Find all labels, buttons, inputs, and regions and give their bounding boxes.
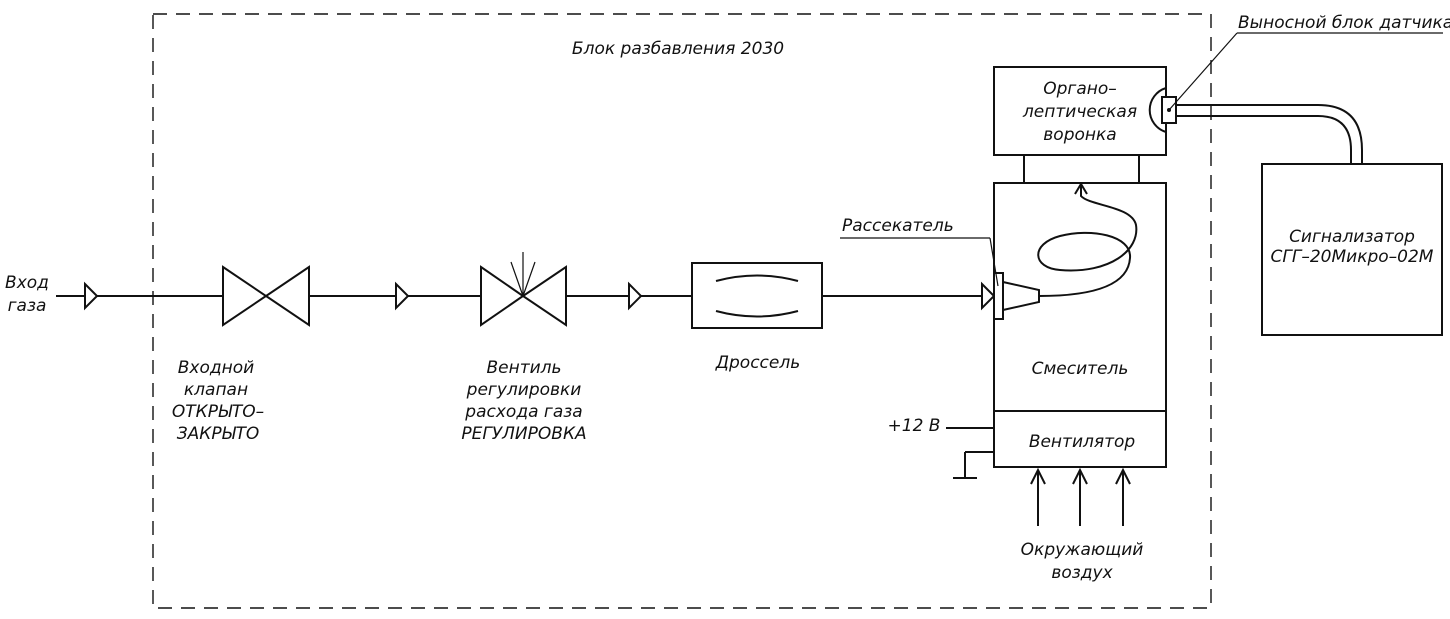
inlet-valve-label-line2: клапан <box>184 380 248 400</box>
inlet-valve-label-line4: ЗАКРЫТО <box>177 424 260 444</box>
flow-arrow-3 <box>628 281 643 311</box>
funnel-label-line1: Органо– <box>1043 79 1117 99</box>
gas-input-label-line2: газа <box>8 296 47 316</box>
flow-arrow-1 <box>84 281 99 311</box>
remote-sensor-leader-d <box>1168 32 1238 111</box>
ambient-air-label-line2: воздух <box>1051 563 1113 583</box>
throttle-label: Дроссель <box>715 353 801 373</box>
flow-arrow-4 <box>981 281 996 311</box>
inlet-valve-label-line3: ОТКРЫТО– <box>172 402 264 422</box>
regulator-label-line1: Вентиль <box>486 358 561 378</box>
sensor-cable-outer <box>1176 104 1363 164</box>
mixer-label: Смеситель <box>1032 359 1129 379</box>
remote-sensor-label: Выносной блок датчика <box>1238 13 1450 33</box>
regulator-label-line3: расхода газа <box>464 402 582 422</box>
ambient-air-label-line1: Окружающий <box>1021 540 1144 560</box>
gas-input-label-line1: Вход <box>5 273 49 293</box>
sensor-cable-inner <box>1176 115 1352 164</box>
signalizer-label-line2: СГГ–20Микро–02М <box>1271 247 1434 267</box>
mixing-swirl <box>1037 186 1138 297</box>
block-title: Блок разбавления 2030 <box>572 39 784 59</box>
signalizer-label-line1: Сигнализатор <box>1289 227 1415 247</box>
air-intake-arrows <box>1030 467 1131 526</box>
fan-label: Вентилятор <box>1029 432 1136 452</box>
swirl-arrowhead <box>1074 182 1088 195</box>
ground-symbol <box>953 451 994 479</box>
power-label: +12 В <box>888 416 941 436</box>
funnel-label-line3: воронка <box>1043 125 1116 145</box>
flow-arrow-2 <box>395 281 410 311</box>
splitter-nozzle <box>993 272 1040 320</box>
inlet-valve-label-line1: Входной <box>178 358 254 378</box>
organoleptic-funnel <box>993 66 1167 156</box>
splitter-label: Рассекатель <box>842 216 954 236</box>
funnel-label-line2: лептическая <box>1022 102 1137 122</box>
remote-sensor-unit <box>1148 86 1177 134</box>
flow-regulating-valve <box>480 252 567 327</box>
signalizer <box>1261 163 1443 336</box>
splitter-leader-d <box>989 237 999 287</box>
regulator-label-line4: РЕГУЛИРОВКА <box>461 424 586 444</box>
dilution-block-boundary <box>152 13 1212 609</box>
regulator-label-line2: регулировки <box>466 380 582 400</box>
inlet-valve <box>222 265 310 327</box>
throttle <box>691 262 823 329</box>
fan <box>993 410 1167 468</box>
